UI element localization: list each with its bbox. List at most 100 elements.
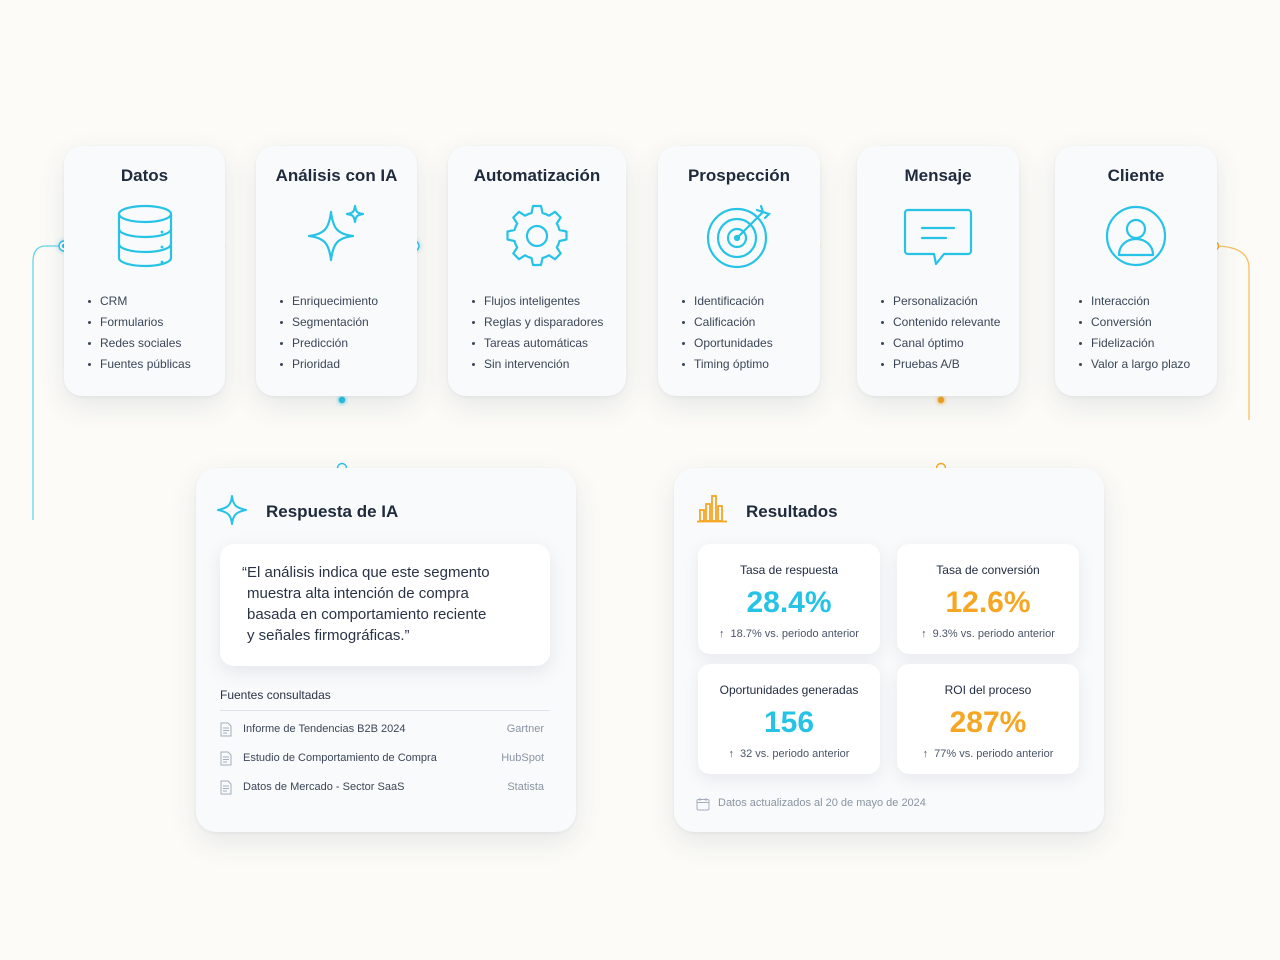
list-item: Valor a largo plazo (1077, 354, 1207, 375)
list-item: Oportunidades (680, 333, 810, 354)
list-item: Sin intervención (470, 354, 616, 375)
metric-card-tasa-respuesta: Tasa de respuesta 28.4% ↑ 18.7% vs. perio… (698, 544, 880, 654)
source-item[interactable]: Datos de Mercado - Sector SaaS Statista (220, 778, 550, 798)
quote-line: muestra alta intención de compra (247, 585, 469, 602)
arrow-up-icon: ↑ (922, 748, 929, 760)
stage-title: Cliente (1107, 166, 1165, 185)
stage-title: Automatización (473, 166, 601, 185)
calendar-icon (696, 798, 710, 811)
metric-label: Oportunidades generadas (719, 683, 859, 697)
metric-delta: ↑ 77% vs. periodo anterior (897, 748, 1079, 760)
stage-card-datos: Datos CRM Formularios Redes sociales Fue… (64, 146, 225, 396)
gear-icon (499, 198, 575, 274)
stage-item-list: Interacción Conversión Fidelización Valo… (1077, 291, 1207, 375)
document-icon (220, 780, 232, 795)
source-name: Estudio de Comportamiento de Compra (243, 752, 437, 764)
list-item: Conversión (1077, 312, 1207, 333)
metric-value: 12.6% (945, 586, 1031, 619)
message-icon (900, 198, 976, 274)
stage-title: Prospección (687, 166, 791, 185)
quote-line: basada en comportamiento reciente (247, 606, 487, 623)
quote-line: “El análisis indica que este segmento (242, 564, 490, 581)
source-item[interactable]: Informe de Tendencias B2B 2024 Gartner (220, 720, 550, 740)
metric-delta-text: 77% vs. periodo anterior (934, 748, 1054, 760)
stage-card-automatizacion: Automatización Flujos inteligentes Regla… (448, 146, 626, 396)
source-name: Datos de Mercado - Sector SaaS (243, 781, 405, 793)
stage-item-list: Identificación Calificación Oportunidade… (680, 291, 810, 375)
list-item: Predicción (278, 333, 407, 354)
metric-delta: ↑9.3% vs. periodo anterior (897, 628, 1079, 640)
list-item: Fuentes públicas (86, 354, 215, 375)
list-item: Contenido relevante (879, 312, 1009, 333)
metric-value: 287% (949, 706, 1027, 739)
metric-label: ROI del proceso (944, 683, 1032, 697)
stage-title: Mensaje (904, 166, 972, 185)
list-item: Prioridad (278, 354, 407, 375)
list-item: Segmentación (278, 312, 407, 333)
list-item: Tareas automáticas (470, 333, 616, 354)
panel-title: Respuesta de IA (266, 502, 399, 521)
list-item: Identificación (680, 291, 810, 312)
metric-delta: ↑ 32 vs. periodo anterior (698, 748, 880, 760)
source-item[interactable]: Estudio de Comportamiento de Compra HubS… (220, 749, 550, 769)
source-provider: Gartner (506, 723, 544, 735)
right-edge-connector (1213, 245, 1250, 420)
metric-card-roi: ROI del proceso 287% ↑ 77% vs. periodo an… (897, 664, 1079, 774)
list-item: Canal óptimo (879, 333, 1009, 354)
arrow-up-icon: ↑ (921, 628, 927, 640)
document-icon (220, 722, 232, 737)
left-edge-connector (32, 245, 64, 520)
metric-value: 28.4% (746, 586, 832, 619)
list-item: Fidelización (1077, 333, 1207, 354)
source-name: Informe de Tendencias B2B 2024 (243, 723, 406, 735)
sparkle-icon (299, 198, 375, 274)
metric-value: 156 (763, 706, 815, 739)
panel-title: Resultados (746, 502, 838, 521)
ai-response-panel: Respuesta de IA “El análisis indica que … (196, 468, 576, 832)
list-item: Personalización (879, 291, 1009, 312)
stage-item-list: Flujos inteligentes Reglas y disparadore… (470, 291, 616, 375)
metric-label: Tasa de conversión (936, 563, 1040, 577)
quote-line: y señales firmográficas.” (247, 627, 410, 644)
ai-quote: “El análisis indica que este segmento mu… (220, 544, 550, 666)
metric-delta: ↑ 18.7% vs. periodo anterior (698, 628, 880, 640)
bar-chart-icon (696, 492, 728, 524)
stage-card-analisis: Análisis con IA Enriquecimiento Segmenta… (256, 146, 417, 396)
stage-item-list: Personalización Contenido relevante Cana… (879, 291, 1009, 375)
stage-item-list: Enriquecimiento Segmentación Predicción … (278, 291, 407, 375)
source-provider: HubSpot (501, 752, 544, 764)
list-item: Redes sociales (86, 333, 215, 354)
stage-item-list: CRM Formularios Redes sociales Fuentes p… (86, 291, 215, 375)
metric-label: Tasa de respuesta (739, 563, 839, 577)
sources-title: Fuentes consultadas (220, 688, 331, 702)
list-item: Calificación (680, 312, 810, 333)
connector-nodes (58, 240, 1220, 474)
results-panel: Resultados Tasa de respuesta 28.4% ↑ 18.7… (674, 468, 1104, 832)
arrow-up-icon: ↑ (728, 748, 735, 760)
sparkle-icon (216, 494, 248, 526)
stage-card-cliente: Cliente Interacción Conversión Fidelizac… (1055, 146, 1217, 396)
updated-text: Datos actualizados al 20 de mayo de 2024 (718, 797, 926, 809)
list-item: Interacción (1077, 291, 1207, 312)
list-item: Enriquecimiento (278, 291, 407, 312)
stage-card-mensaje: Mensaje Personalización Contenido releva… (857, 146, 1019, 396)
stage-card-prospeccion: Prospección Identificación Calificación … (658, 146, 820, 396)
arrow-up-icon: ↑ (719, 628, 725, 640)
stage-title: Datos (120, 166, 169, 185)
list-item: Pruebas A/B (879, 354, 1009, 375)
metric-delta-text: 18.7% vs. periodo anterior (730, 628, 859, 640)
list-item: Reglas y disparadores (470, 312, 616, 333)
list-item: CRM (86, 291, 215, 312)
metric-delta-text: 32 vs. periodo anterior (740, 748, 850, 760)
database-icon (107, 198, 183, 274)
divider (220, 710, 550, 711)
target-icon (701, 198, 777, 274)
list-item: Timing óptimo (680, 354, 810, 375)
document-icon (220, 751, 232, 766)
stage-title: Análisis con IA (275, 166, 398, 185)
user-icon (1098, 198, 1174, 274)
list-item: Flujos inteligentes (470, 291, 616, 312)
metric-card-tasa-conversion: Tasa de conversión 12.6% ↑9.3% vs. perio… (897, 544, 1079, 654)
list-item: Formularios (86, 312, 215, 333)
